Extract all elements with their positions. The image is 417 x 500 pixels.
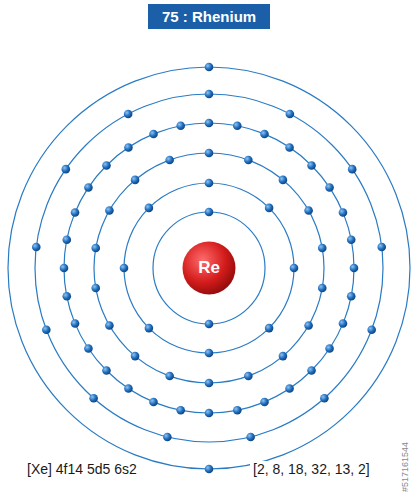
electron <box>149 398 158 407</box>
nucleus: Re <box>182 241 236 295</box>
electron <box>60 264 69 273</box>
electron <box>71 208 80 217</box>
electron <box>131 352 140 361</box>
electron <box>205 320 214 329</box>
electron <box>205 379 214 388</box>
electron <box>163 433 172 442</box>
electron <box>285 384 294 393</box>
electron <box>347 235 356 244</box>
electron <box>285 143 294 152</box>
electron-shell <box>94 153 324 383</box>
electron <box>318 244 327 253</box>
electron <box>205 465 214 474</box>
electron <box>350 264 359 273</box>
electron-shell <box>8 67 410 469</box>
electron <box>325 183 334 192</box>
electron <box>246 433 255 442</box>
electron <box>145 204 154 213</box>
electron <box>131 176 140 185</box>
electron <box>205 349 214 358</box>
electron <box>325 344 334 353</box>
electron <box>265 204 274 213</box>
electron <box>318 284 327 293</box>
electron <box>244 372 253 381</box>
electron <box>286 110 295 119</box>
electron <box>124 110 133 119</box>
electron <box>205 179 214 188</box>
electron <box>165 372 174 381</box>
electron-shell <box>64 123 354 413</box>
electron <box>339 319 348 328</box>
electron <box>290 264 299 273</box>
electron-shell <box>153 212 265 324</box>
electron <box>233 121 242 130</box>
electron <box>347 292 356 301</box>
electron <box>71 319 80 328</box>
electron-configuration: [Xe] 4f14 5d5 6s2 <box>24 461 140 477</box>
electron <box>304 321 313 330</box>
watermark: #517161544 <box>400 442 410 492</box>
electron <box>120 264 129 273</box>
electron <box>124 143 133 152</box>
electron <box>84 344 93 353</box>
electron <box>42 325 51 334</box>
electron <box>233 406 242 415</box>
electron <box>377 243 386 252</box>
electron <box>205 149 214 158</box>
electron <box>91 284 100 293</box>
electron <box>62 165 71 174</box>
electron-shell <box>124 183 294 353</box>
electron <box>205 90 214 99</box>
electron <box>102 366 111 375</box>
electron <box>205 63 214 72</box>
electron <box>307 161 316 170</box>
electron <box>62 292 71 301</box>
electron <box>307 366 316 375</box>
electron <box>105 206 114 215</box>
electron <box>145 324 154 333</box>
electron <box>367 325 376 334</box>
electron <box>244 156 253 165</box>
electron <box>124 384 133 393</box>
element-symbol: Re <box>198 258 220 278</box>
electron <box>84 183 93 192</box>
electron <box>339 208 348 217</box>
electron <box>176 121 185 130</box>
electron <box>265 324 274 333</box>
electron <box>149 130 158 139</box>
electron-shell <box>35 94 383 442</box>
electron <box>205 409 214 418</box>
electron <box>260 398 269 407</box>
title-banner: 75 : Rhenium <box>148 4 270 29</box>
electron <box>260 130 269 139</box>
electron <box>62 235 71 244</box>
electron <box>32 243 41 252</box>
electron <box>102 161 111 170</box>
electron <box>304 206 313 215</box>
electron <box>105 321 114 330</box>
electron <box>320 394 329 403</box>
electron <box>165 156 174 165</box>
electron <box>205 208 214 217</box>
nucleus-circle <box>183 242 236 295</box>
shell-distribution: [2, 8, 18, 32, 13, 2] <box>250 461 373 477</box>
electron <box>205 119 214 128</box>
electron <box>279 352 288 361</box>
electron <box>176 406 185 415</box>
electron <box>348 165 357 174</box>
electron <box>89 394 98 403</box>
electron <box>279 176 288 185</box>
electron <box>91 244 100 253</box>
